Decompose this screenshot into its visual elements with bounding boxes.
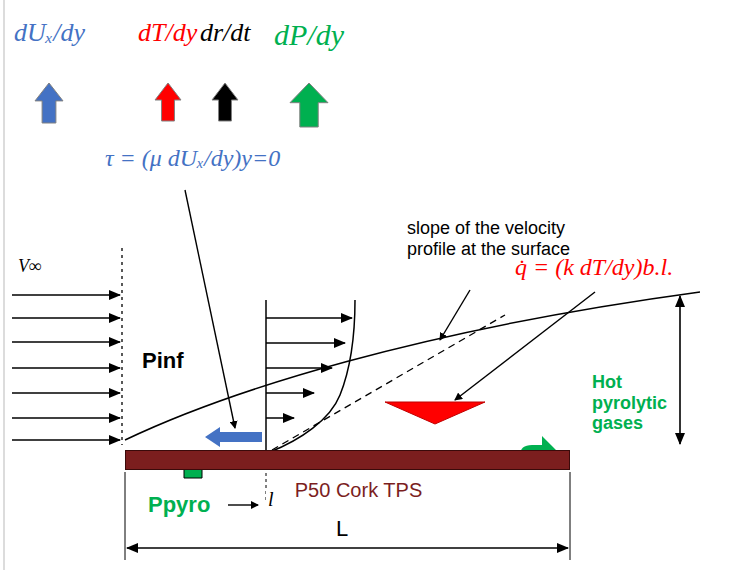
- legend-arrow: [289, 82, 329, 128]
- leader-line: [455, 292, 595, 400]
- plate-label: P50 Cork TPS: [295, 479, 422, 502]
- page-rule: [3, 0, 5, 570]
- tps-plate: P50 Cork TPS: [125, 450, 570, 470]
- dimension-label: L: [336, 516, 348, 541]
- gas-label: Hot pyrolytic gases: [592, 372, 674, 434]
- annotation: slope of the velocity profile at the sur…: [405, 218, 584, 259]
- surface-slope-line: [272, 315, 505, 450]
- velocity-profile: [270, 300, 355, 452]
- legend-label: dr/dt: [200, 18, 251, 48]
- freestream-velocity: V∞: [18, 256, 42, 277]
- legend-label: dT/dy: [138, 18, 197, 48]
- freestream-arrows: [12, 295, 120, 440]
- dimension-tick: [570, 472, 571, 560]
- legend-label: dUₓ/dy: [14, 18, 85, 48]
- pressure-label: Ppyro: [148, 492, 210, 517]
- legend-arrow: [211, 82, 239, 122]
- length-label: l: [266, 488, 276, 511]
- shear-formula: τ = (μ dUₓ/dy)y=0: [105, 145, 280, 173]
- profile-arrows: [266, 318, 352, 418]
- dimension-arrow: [127, 547, 568, 549]
- dimension-tick: [125, 472, 126, 560]
- thickness-arrow: [679, 296, 681, 444]
- leader-line: [185, 190, 235, 428]
- heat-flux-formula: q̇ = (k dT/dy)b.l.: [515, 254, 673, 282]
- leader-line: [440, 290, 470, 340]
- legend-label: dP/dy: [274, 18, 344, 52]
- pressure-label: Pinf: [142, 348, 184, 373]
- legend-arrow: [34, 82, 64, 124]
- profile-axis: [265, 300, 267, 452]
- leading-edge-line: [121, 248, 122, 445]
- shear-arrow: [205, 427, 262, 447]
- legend-arrow: [154, 82, 182, 122]
- l-arrow: [228, 504, 258, 505]
- heat-flux-arrow: [385, 402, 485, 424]
